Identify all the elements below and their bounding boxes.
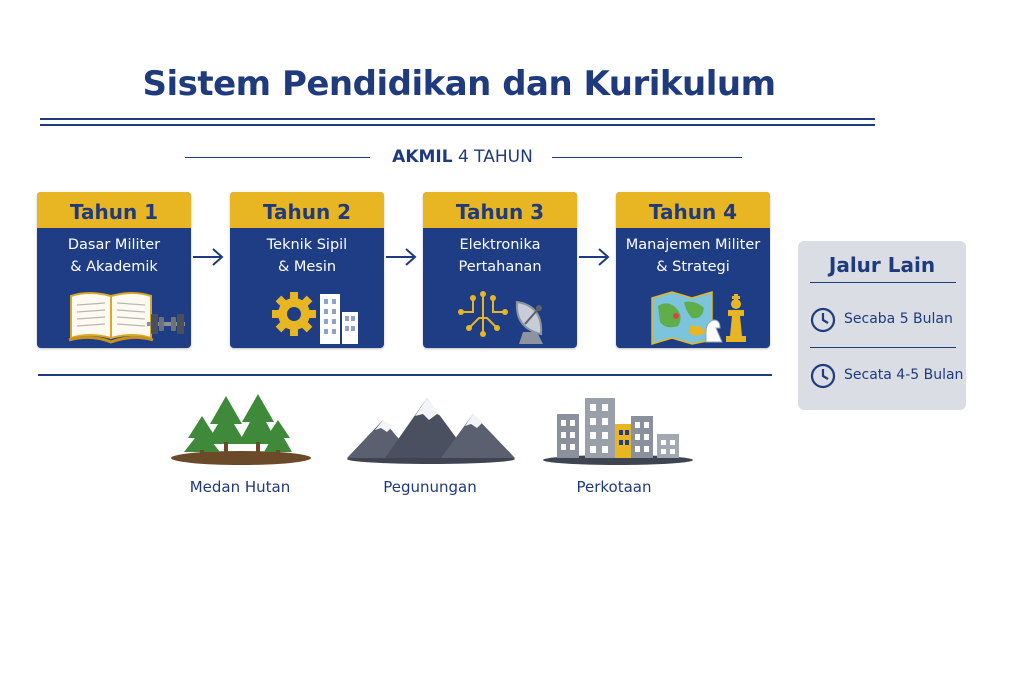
terrain-label: Pegunungan: [383, 478, 477, 496]
section-divider: [38, 374, 772, 376]
akmil-line-left: [185, 157, 370, 158]
forest-icon: [171, 394, 311, 465]
year-subject-line1: Elektronika: [459, 237, 541, 253]
year-card-2: Tahun 2 Teknik Sipil & Mesin: [230, 192, 384, 348]
year-subject-line1: Dasar Militer: [67, 237, 161, 253]
arrow-right-icon: [386, 248, 417, 266]
side-divider: [810, 282, 956, 283]
clock-icon: [810, 307, 836, 333]
akmil-duration: 4 TAHUN: [452, 147, 533, 167]
side-panel: Jalur Lain Secaba 5 Bulan Secata 4-5 Bul…: [798, 241, 966, 410]
arrow-right-icon: [193, 248, 224, 266]
side-panel-title: Jalur Lain: [828, 253, 936, 277]
book-dumbbell-icon: [68, 292, 185, 344]
side-item: Secaba 5 Bulan: [810, 305, 960, 335]
year-header: Tahun 3: [423, 192, 577, 228]
clock-icon: [810, 363, 836, 389]
year-header: Tahun 1: [37, 192, 191, 228]
year-header: Tahun 2: [230, 192, 384, 228]
year-card-4: Tahun 4 Manajemen Militer & Strategi: [616, 192, 770, 348]
year-header: Tahun 4: [616, 192, 770, 228]
year-subject-line2: Pertahanan: [458, 259, 542, 275]
mountain-icon: [347, 398, 515, 464]
title-divider-bottom: [40, 124, 875, 126]
side-divider: [810, 347, 956, 348]
year-subject-line2: & Strategi: [656, 259, 730, 275]
terrain-label: Medan Hutan: [189, 478, 291, 496]
year-subject-line2: & Mesin: [277, 259, 337, 275]
title-divider-top: [40, 118, 875, 120]
year-subject-line1: Teknik Sipil: [266, 237, 348, 253]
akmil-bold: AKMIL: [392, 147, 453, 167]
akmil-label: AKMIL 4 TAHUN: [380, 147, 545, 167]
map-chess-icon: [651, 290, 746, 346]
gear-building-icon: [272, 292, 358, 344]
side-item-label: Secaba 5 Bulan: [844, 311, 953, 327]
year-card-3: Tahun 3 Elektronika Pertahanan: [423, 192, 577, 348]
city-icon: [543, 398, 693, 465]
year-subject-line1: Manajemen Militer: [625, 237, 761, 253]
side-item-label: Secata 4-5 Bulan: [844, 367, 964, 383]
year-card-1: Tahun 1 Dasar Militer & Akademik: [37, 192, 191, 348]
arrow-right-icon: [579, 248, 610, 266]
akmil-line-right: [552, 157, 742, 158]
year-subject-line2: & Akademik: [70, 259, 158, 275]
circuit-radar-icon: [458, 291, 543, 344]
terrain-label: Perkotaan: [576, 478, 652, 496]
page-title: Sistem Pendidikan dan Kurikulum: [142, 64, 776, 104]
side-item: Secata 4-5 Bulan: [810, 361, 964, 391]
